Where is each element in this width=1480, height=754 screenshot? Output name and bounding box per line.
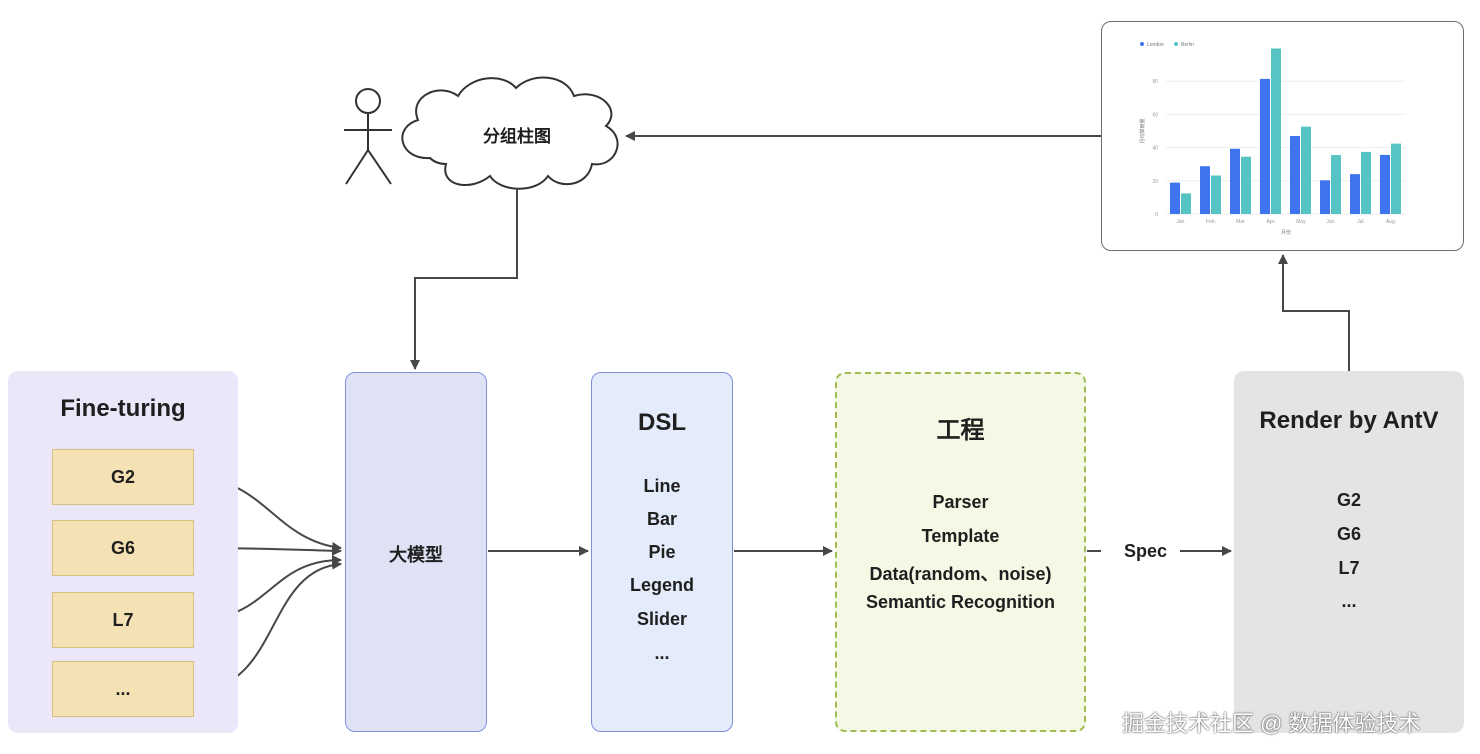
finetune-item-l7: L7 <box>52 592 194 648</box>
y-tick-label: 20 <box>1152 179 1158 185</box>
legend-label: Berlin <box>1181 42 1194 48</box>
model-panel: 大模型 <box>345 372 487 732</box>
render-item-l7: L7 <box>1338 558 1360 578</box>
engineering-item-data: Data(random、noise) <box>869 564 1052 584</box>
finetune-title: Fine-turing <box>60 395 186 422</box>
bar <box>1181 193 1191 214</box>
y-tick-label: 80 <box>1152 79 1158 85</box>
bar <box>1241 156 1251 214</box>
legend-marker <box>1174 42 1178 46</box>
dsl-item-line: Line <box>643 476 681 496</box>
cloud-to-model-arrow <box>410 188 518 370</box>
x-tick-label: Jan. <box>1176 219 1185 225</box>
dsl-item-legend: Legend <box>629 575 694 595</box>
dsl-item-bar: Bar <box>646 509 677 529</box>
y-tick-label: 40 <box>1152 146 1158 152</box>
finetune-item-g6: G6 <box>52 520 194 576</box>
x-tick-label: Mar. <box>1236 219 1246 225</box>
bar <box>1200 166 1210 214</box>
dsl-item-pie: Pie <box>648 542 676 562</box>
render-item-g6: G6 <box>1336 524 1361 544</box>
finetune-item-more: ... <box>52 661 194 717</box>
render-to-chart-arrow <box>1278 254 1350 371</box>
x-tick-label: Apr. <box>1267 219 1276 225</box>
bar <box>1361 151 1371 214</box>
bar <box>1380 154 1390 214</box>
y-axis-label: 月均降雨量 <box>1139 118 1146 143</box>
legend-marker <box>1140 42 1144 46</box>
render-item-g2: G2 <box>1336 490 1361 510</box>
engineering-title: 工程 <box>936 417 985 444</box>
dsl-title: DSL <box>638 409 686 436</box>
prompt-text: 分组柱图 <box>483 127 551 146</box>
x-tick-label: Jul. <box>1357 219 1365 225</box>
bar <box>1350 174 1360 214</box>
model-label: 大模型 <box>389 545 443 565</box>
engineering-panel: 工程 Parser Template Data(random、noise) Se… <box>835 372 1086 732</box>
user-icon <box>344 88 392 185</box>
legend-label: London <box>1147 42 1164 48</box>
render-panel: Render by AntV G2 G6 L7 ... <box>1234 371 1464 733</box>
render-item-more: ... <box>1341 591 1357 611</box>
bar <box>1391 143 1401 214</box>
dsl-panel: DSL Line Bar Pie Legend Slider ... <box>591 372 733 732</box>
render-title: Render by AntV <box>1259 407 1439 434</box>
bar <box>1260 78 1270 214</box>
engineering-item-template: Template <box>921 526 1000 546</box>
watermark: 掘金技术社区 @ 数据体验技术 <box>1122 711 1421 736</box>
x-tick-label: Feb. <box>1206 219 1216 225</box>
y-tick-label: 60 <box>1152 112 1158 118</box>
x-axis-label: 月份 <box>1281 229 1291 236</box>
x-tick-label: Aug. <box>1386 219 1396 225</box>
bar <box>1290 135 1300 214</box>
y-tick-label: 0 <box>1155 212 1158 218</box>
spec-label: Spec <box>1124 541 1168 561</box>
bar <box>1211 175 1221 214</box>
x-tick-label: Jun. <box>1326 219 1335 225</box>
dsl-item-more: ... <box>654 643 670 663</box>
bar <box>1271 48 1281 214</box>
engineering-item-semantic: Semantic Recognition <box>865 592 1056 612</box>
bar <box>1320 180 1330 214</box>
finetune-item-g2: G2 <box>52 449 194 505</box>
dsl-item-slider: Slider <box>636 609 688 629</box>
prompt-cloud-icon <box>401 76 619 190</box>
bar <box>1170 182 1180 214</box>
bar <box>1331 155 1341 214</box>
engineering-item-parser: Parser <box>932 492 989 512</box>
bar <box>1230 148 1240 214</box>
finetune-panel: Fine-turing G2 G6 L7 ... <box>8 371 238 733</box>
x-tick-label: May <box>1296 219 1306 225</box>
bar <box>1301 126 1311 214</box>
